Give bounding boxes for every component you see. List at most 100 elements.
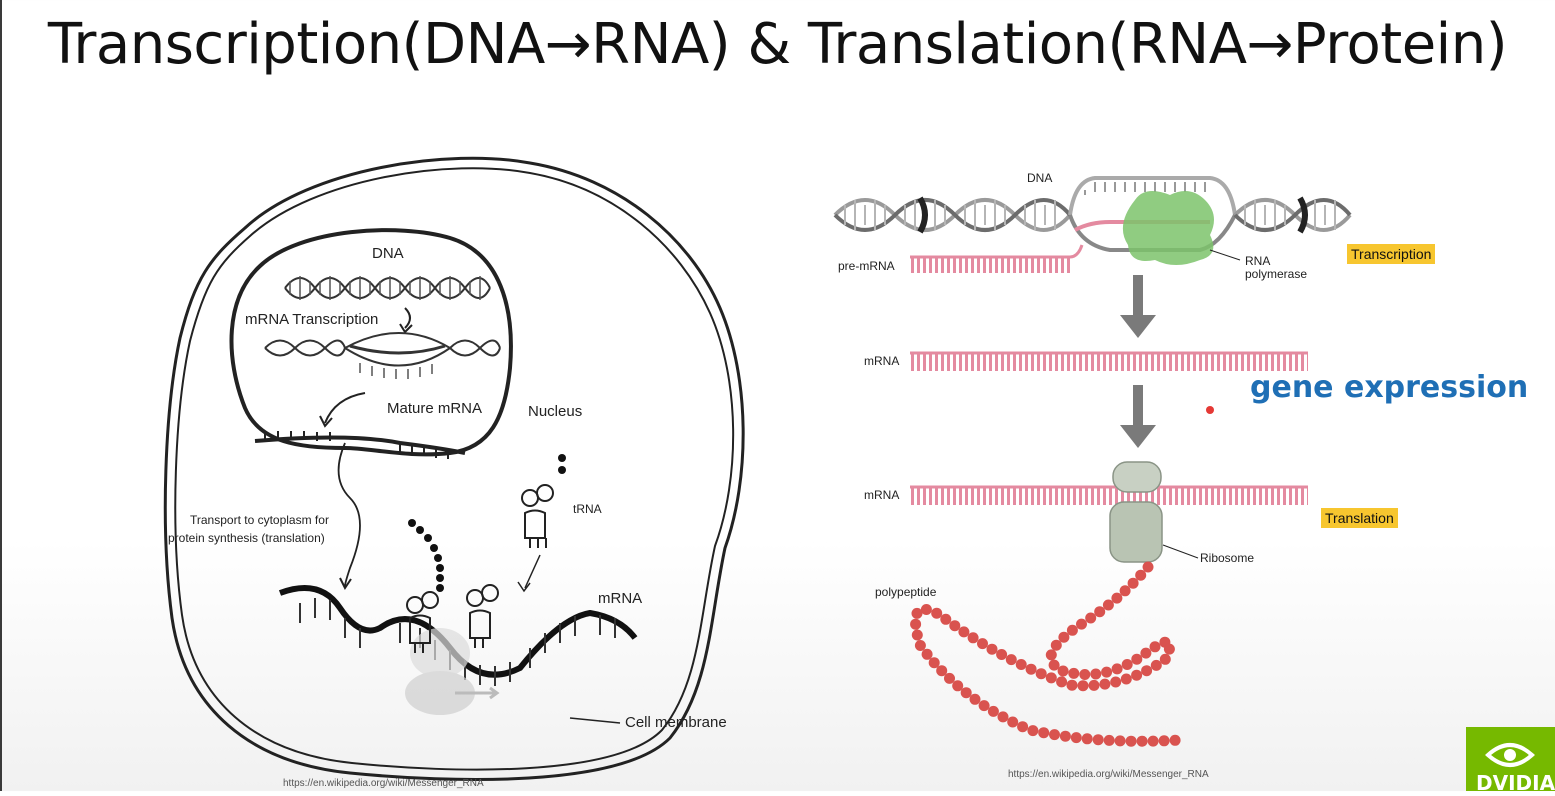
- amino-acid-bead: [931, 607, 943, 619]
- amino-acid-bead: [911, 629, 923, 641]
- label-polypeptide: polypeptide: [875, 585, 937, 599]
- slide-title: Transcription(DNA→RNA) & Translation(RNA…: [47, 12, 1508, 77]
- amino-acid-bead: [1059, 730, 1071, 742]
- amino-acid-bead: [1070, 732, 1082, 744]
- unwound-dna-helix: [264, 332, 501, 379]
- cell-membrane-outer: [163, 156, 745, 782]
- amino-acid-bead: [1050, 639, 1062, 651]
- amino-acid-bead: [1025, 663, 1037, 675]
- amino-acid-bead: [1076, 618, 1087, 630]
- label-transport-line1: Transport to cytoplasm for: [190, 513, 329, 527]
- amino-acid-bead: [1120, 673, 1132, 685]
- amino-acid-bead: [952, 680, 964, 692]
- label-cell-membrane: Cell membrane: [625, 714, 727, 731]
- amino-acid-bead: [977, 638, 988, 650]
- dna-helix: [833, 176, 1352, 252]
- amino-acid-bead: [1110, 676, 1122, 688]
- amino-acid-bead: [1058, 631, 1070, 643]
- left-source-url[interactable]: https://en.wikipedia.org/wiki/Messenger_…: [283, 778, 484, 789]
- ribosome: [1109, 461, 1163, 563]
- amino-acid-bead: [1163, 643, 1175, 655]
- gene-expression-svg: [833, 176, 1352, 747]
- cell-diagram-svg: [163, 156, 745, 782]
- pre-mrna-strand: [910, 257, 1070, 273]
- amino-acid-bead: [1136, 735, 1148, 747]
- amino-acid-bead: [1048, 659, 1060, 671]
- trna-molecules: [406, 484, 554, 653]
- amino-acid-bead: [949, 620, 961, 632]
- label-pre-mrna: pre-mRNA: [838, 259, 895, 273]
- ribosome-shadow: [405, 671, 475, 715]
- rna-polymerase: [1122, 191, 1214, 265]
- label-nucleus: Nucleus: [528, 403, 583, 420]
- amino-acid-bead: [940, 613, 952, 625]
- mrna-strand-middle: [910, 353, 1308, 371]
- amino-acid-bead: [1017, 721, 1029, 733]
- label-mrna: mRNA: [598, 590, 643, 607]
- amino-acid-bead: [1158, 735, 1170, 747]
- amino-acid-bead: [1035, 668, 1047, 680]
- nucleus-envelope: [229, 228, 513, 457]
- amino-acid-bead: [914, 640, 926, 651]
- label-rna-polymerase-2: polymerase: [1245, 267, 1308, 281]
- label-mrna-bottom: mRNA: [864, 488, 900, 502]
- label-mrna-middle: mRNA: [864, 354, 900, 368]
- cell-membrane-inner: [174, 167, 735, 771]
- amino-acid-bead: [1045, 649, 1057, 661]
- translation-tag: Translation: [1321, 508, 1398, 528]
- amino-acid-bead: [928, 657, 940, 669]
- amino-acid-bead: [1135, 569, 1147, 581]
- label-mrna-transcription: mRNA Transcription: [245, 311, 379, 328]
- nucleus-dna-helix: [284, 276, 491, 300]
- amino-acid-bead: [1079, 669, 1091, 680]
- amino-acid-bead: [1131, 653, 1143, 665]
- amino-acid-bead: [1149, 641, 1161, 653]
- amino-acid-bead: [986, 643, 998, 655]
- mrna-strand-bottom: [910, 487, 1308, 505]
- amino-acid-bead: [920, 604, 932, 615]
- amino-acid-bead: [944, 672, 955, 684]
- amino-acid-bead: [996, 649, 1008, 660]
- right-source-url[interactable]: https://en.wikipedia.org/wiki/Messenger_…: [1008, 769, 1209, 780]
- amino-acid-bead: [1159, 653, 1171, 665]
- cursor-marker: [1206, 406, 1214, 414]
- amino-acid-bead: [1038, 727, 1050, 739]
- amino-acid-bead: [997, 711, 1009, 723]
- amino-acid-bead: [921, 648, 933, 660]
- amino-acid-bead: [1081, 733, 1093, 745]
- amino-acid-bead: [1015, 659, 1027, 670]
- amino-acid-bead: [1092, 734, 1104, 746]
- label-dna: DNA: [372, 245, 404, 262]
- nvidia-logo: DVIDIA: [1466, 727, 1555, 791]
- cell-membrane-pointer: [569, 717, 621, 724]
- nvidia-eye-icon: [1485, 743, 1535, 767]
- amino-acid-bead: [960, 687, 972, 699]
- cell-diagram: DNA mRNA Transcription Mature mRNA Nucle…: [150, 148, 750, 791]
- label-rna-polymerase-1: RNA: [1245, 254, 1271, 268]
- amino-acid-bead: [1150, 659, 1162, 671]
- amino-acid-bead: [1056, 676, 1068, 688]
- label-mature-mrna: Mature mRNA: [387, 400, 483, 417]
- amino-acid-bead: [1141, 665, 1153, 677]
- amino-acid-bead: [969, 693, 981, 705]
- amino-acid-bead: [1103, 734, 1115, 746]
- amino-acid-bead: [1142, 561, 1154, 573]
- transport-arrow: [337, 442, 361, 587]
- amino-acid-bead: [1099, 678, 1111, 690]
- amino-acid-bead: [1131, 669, 1143, 681]
- amino-acid-bead: [978, 700, 990, 712]
- amino-acid-chain: [408, 454, 566, 592]
- amino-acid-bead: [1077, 680, 1089, 692]
- amino-acid-bead: [911, 607, 923, 619]
- left-frame-border: [0, 0, 2, 791]
- amino-acid-bead: [1049, 729, 1060, 741]
- label-dna-right: DNA: [1027, 171, 1053, 185]
- amino-acid-bead: [1101, 666, 1113, 678]
- amino-acid-bead: [1114, 735, 1126, 747]
- amino-acid-bead: [1045, 672, 1057, 684]
- amino-acid-bead: [1005, 654, 1017, 666]
- transcription-arrow: [404, 307, 411, 329]
- gene-expression-label: gene expression: [1250, 370, 1529, 405]
- amino-acid-bead: [987, 705, 999, 717]
- amino-acid-bead: [910, 618, 922, 630]
